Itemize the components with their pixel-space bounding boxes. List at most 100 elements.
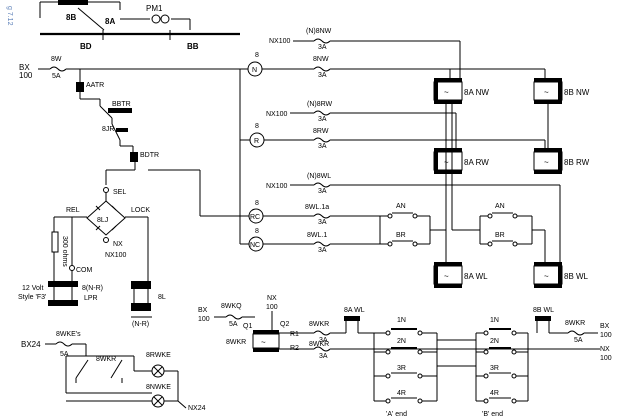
nc-num-label: 8 xyxy=(255,228,259,235)
bx24-label: BX24 xyxy=(21,340,41,349)
bx100-label-a: BX xyxy=(19,63,30,72)
wkr-f2-amp: 3A xyxy=(319,353,328,360)
lpr-relay-top xyxy=(48,281,78,287)
com-label: COM xyxy=(76,267,93,274)
rw-fuse-label: (N)8RW xyxy=(307,101,333,108)
an-a-label: AN xyxy=(396,203,406,210)
c4r-b-label: 4R xyxy=(490,390,499,397)
nx24-label: NX24 xyxy=(188,405,206,412)
jr8-label: 8JR xyxy=(102,126,114,133)
relay-8l-label: 8L xyxy=(158,294,166,301)
nw2-fuse-label: 8NW xyxy=(313,56,329,63)
an-b-label: AN xyxy=(495,203,505,210)
wl-nx-label: NX100 xyxy=(266,183,288,190)
ind-8b-nw-label: 8B NW xyxy=(564,88,590,97)
pm1-label: PM1 xyxy=(146,4,163,13)
nw-circuit: NX100 (N)8NW 3A 8 N 8NW 3A ~ 8A NW ~ 8B … xyxy=(247,28,590,104)
a-end-label: 'A' end xyxy=(386,411,407,418)
lpr-relay-bottom xyxy=(48,300,78,306)
wl-circuit: NX100 (N)8WL 3A 8 RC 8WL.1a 3A 8 NC 8WL.… xyxy=(148,169,589,288)
c2n-a-label: 2N xyxy=(397,338,406,345)
wkr-f1-label: 8WKR xyxy=(309,321,329,328)
wkq-amp: 5A xyxy=(229,321,238,328)
wkr-switch-contact-1 xyxy=(75,359,89,379)
q1-label: Q1 xyxy=(243,323,252,330)
fuse-8w-label: 8W xyxy=(51,56,62,63)
volt-label-2: Style 'F3' xyxy=(18,294,46,301)
ind-8b-wl-label: 8B WL xyxy=(564,272,589,281)
nw-nx-label: NX100 xyxy=(269,38,291,45)
rw-circuit: NX100 (N)8RW 3A 8 R 8RW 3A ~ 8A RW ~ 8B … xyxy=(249,101,590,174)
r-num-label: 8 xyxy=(255,123,259,130)
wke-indication-section: 8WKE's BX24 5A 8WKR 8RWKE 8NWKE NX24 xyxy=(21,331,206,412)
fuse-8w-amp: 5A xyxy=(52,73,61,80)
wl1a-fuse-label: 8WL.1a xyxy=(305,204,329,211)
rwke-label: 8RWKE xyxy=(146,352,171,359)
nw-fuse-icon xyxy=(313,38,331,44)
ind-8b-nw-icon: ~ xyxy=(544,88,549,97)
pm1-motor-icon xyxy=(151,14,161,24)
r1-label: R1 xyxy=(290,331,299,338)
nx-label: NX xyxy=(113,241,123,248)
ind-8a-wl-label: 8A WL xyxy=(464,272,488,281)
left-control-chain: BX 100 8W 5A AATR BBTR 8JR BDTR xyxy=(19,56,250,185)
wkes-label: 8WKE's xyxy=(56,331,81,338)
rw2-fuse-amp: 3A xyxy=(318,143,327,150)
rc-letter: RC xyxy=(250,214,260,221)
wl-fuse-label: (N)8WL xyxy=(307,173,331,180)
br-a-label: BR xyxy=(396,232,406,239)
bdtr-label: BDTR xyxy=(140,152,159,159)
sel-label: SEL xyxy=(113,189,126,196)
bx-out-a: BX xyxy=(600,323,610,330)
b-end-label: 'B' end xyxy=(482,411,503,418)
ind-8a-nw-icon: ~ xyxy=(444,88,449,97)
nw-fuse-label: (N)8NW xyxy=(306,28,332,35)
bus-8a-label: 8A xyxy=(105,17,115,26)
br-b-label: BR xyxy=(495,232,505,239)
r-letter: R xyxy=(254,138,259,145)
lpr-label-2: LPR xyxy=(84,295,98,302)
ind-8a-wl-icon: ~ xyxy=(444,272,449,281)
fuse-8w-icon xyxy=(49,66,67,72)
resistor-icon xyxy=(51,231,59,253)
c1n-a-label: 1N xyxy=(397,317,406,324)
c4r-a-label: 4R xyxy=(397,390,406,397)
n-num-label: 8 xyxy=(255,52,259,59)
bb-label: BB xyxy=(187,42,199,51)
c1n-b-label: 1N xyxy=(490,317,499,324)
wkr-transformer-icon xyxy=(252,333,280,349)
wkr-switch-label: 8WKR xyxy=(96,356,116,363)
wl1a-fuse-amp: 3A xyxy=(318,219,327,226)
volt-label-1: 12 Volt xyxy=(22,285,43,292)
ind-8b-rw-label: 8B RW xyxy=(564,158,590,167)
nwke-label: 8NWKE xyxy=(146,384,171,391)
contact-ladder-a: 1N 2N 3R 4R 'A' end xyxy=(373,317,438,418)
n-letter: N xyxy=(252,67,257,74)
bbtr-label: BBTR xyxy=(112,101,131,108)
wkr-f2-label: 8WKR xyxy=(309,341,329,348)
wkq-label: 8WKQ xyxy=(221,303,242,310)
lpr-label-1: 8(N-R) xyxy=(82,285,103,292)
lj8-label: 8LJ xyxy=(97,217,108,224)
wkr-out-label: 8WKR xyxy=(565,320,585,327)
bottom-bx-label-a: BX xyxy=(198,307,208,314)
nx-out-a: NX xyxy=(600,346,610,353)
a-wl-label: 8A WL xyxy=(344,307,365,314)
rw2-fuse-label: 8RW xyxy=(313,128,329,135)
c3r-b-label: 3R xyxy=(490,365,499,372)
ind-8a-rw-label: 8A RW xyxy=(464,158,489,167)
nr-label: (N-R) xyxy=(132,321,149,328)
wkes-amp: 5A xyxy=(60,351,69,358)
nx-out-b: 100 xyxy=(600,355,612,362)
side-label: g 7.12 xyxy=(6,6,13,26)
nw2-fuse-amp: 3A xyxy=(318,72,327,79)
bx-out-b: 100 xyxy=(600,332,612,339)
bottom-nx-a: NX xyxy=(267,295,277,302)
top-switch-section: 8B 8A PM1 BD BB xyxy=(39,0,240,51)
rw-fuse-amp: 3A xyxy=(318,116,327,123)
nw-fuse-amp: 3A xyxy=(318,44,327,51)
wkr-device-label: 8WKR xyxy=(226,339,246,346)
rw-nx-label: NX100 xyxy=(266,111,288,118)
